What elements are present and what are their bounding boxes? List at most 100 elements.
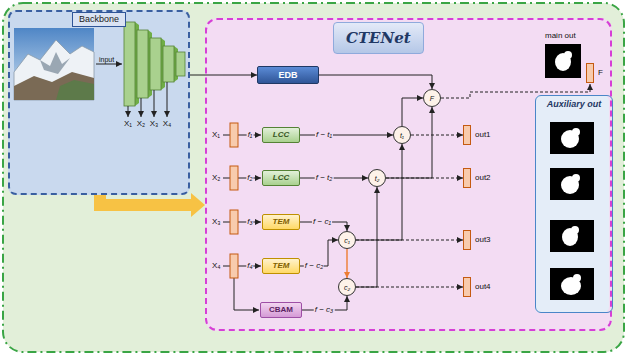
photo-sky xyxy=(14,28,94,100)
output-head: out3 xyxy=(463,230,491,250)
fusion-circle: F xyxy=(423,89,441,107)
output-name: out1 xyxy=(475,131,491,139)
conv-block xyxy=(230,123,238,147)
photo-grass xyxy=(56,80,94,100)
conv-block xyxy=(230,210,238,234)
tem-module: TEM xyxy=(262,214,300,230)
row-wire xyxy=(223,178,230,179)
connector xyxy=(300,178,368,179)
feature-arrow xyxy=(154,90,155,117)
module-name: TEM xyxy=(273,262,290,270)
layer-slab xyxy=(163,46,174,82)
dashed-connector xyxy=(411,135,463,136)
output-bar xyxy=(586,63,594,83)
photo-rock xyxy=(40,52,70,74)
feature-name: X₃ xyxy=(150,119,159,129)
output-name: F xyxy=(598,69,603,77)
feature-arrow xyxy=(141,98,142,117)
feature-name: X₂ xyxy=(212,173,220,183)
output-name: out4 xyxy=(475,283,491,291)
layer-slab xyxy=(137,30,148,98)
conv-blocks xyxy=(230,123,238,278)
mask-blob xyxy=(573,274,581,282)
ctenet-region: CTENetEDB LCC LCC TEM TEM CBAM t₁ t₂ c₁ c₂ F Fout1 o… xyxy=(205,18,612,331)
mask-blob xyxy=(572,174,580,182)
cbam-module: CBAM xyxy=(260,302,302,318)
feature-name: X₄ xyxy=(212,261,221,271)
feature-name: X₁ xyxy=(124,119,132,129)
input-photo xyxy=(14,28,94,100)
edge-label: f − c₂ xyxy=(304,261,324,271)
feature-name: f₄ xyxy=(246,261,253,271)
panel-title: Auxiliary out xyxy=(536,100,612,109)
fusion-circle: c₂ xyxy=(338,278,356,296)
mask-image xyxy=(550,122,594,154)
feature-name: X₂ xyxy=(137,119,145,129)
backbone-region: Backbone xyxy=(8,10,190,195)
feature-flow-arrow xyxy=(100,193,205,217)
flow-band xyxy=(100,195,191,205)
module-name: EDB xyxy=(278,71,297,80)
dashed-connector xyxy=(356,240,463,241)
connector xyxy=(319,75,432,89)
fusion-circle: t₂ xyxy=(368,169,386,187)
connector xyxy=(386,107,432,178)
feature-name: f₂ xyxy=(246,173,253,183)
region-title: CTENet xyxy=(333,22,424,54)
mask-image xyxy=(550,268,594,300)
row-wire xyxy=(223,135,230,136)
module-name: LCC xyxy=(273,131,289,139)
layer-slab xyxy=(150,38,161,90)
flow-head xyxy=(191,193,205,217)
dashed-connector xyxy=(386,178,463,179)
output-bar xyxy=(463,125,471,145)
output-bar xyxy=(463,168,471,188)
row-wire xyxy=(223,222,230,223)
feature-name: f₁ xyxy=(247,130,254,140)
auxiliary-panel: Auxiliary out xyxy=(535,95,613,313)
output-caption: main out xyxy=(545,31,576,41)
fusion-name: t₁ xyxy=(400,132,404,139)
edge-label: f − c₁ xyxy=(312,217,332,227)
fusion-name: c₁ xyxy=(344,237,350,244)
mask-blob xyxy=(564,51,572,59)
output-head: out2 xyxy=(463,168,491,188)
fusion-circle: t₁ xyxy=(393,126,411,144)
feature-name: X₄ xyxy=(163,119,172,129)
photo-ground xyxy=(14,72,94,100)
mask-blob xyxy=(571,226,579,234)
output-bar xyxy=(463,277,471,297)
connector xyxy=(356,187,377,287)
edb-module: EDB xyxy=(257,66,319,84)
row-wire xyxy=(223,266,230,267)
connector xyxy=(402,98,423,126)
module-name: CBAM xyxy=(269,306,293,314)
backbone-fill xyxy=(8,10,190,195)
connector xyxy=(190,75,257,76)
mask-images xyxy=(545,44,594,300)
lcc-module: LCC xyxy=(262,170,300,186)
connector xyxy=(356,144,402,240)
output-name: out2 xyxy=(475,174,491,182)
feature-arrow xyxy=(167,82,168,117)
output-head: out4 xyxy=(463,277,491,297)
module-name: TEM xyxy=(273,218,290,226)
feature-name: f₃ xyxy=(246,217,253,227)
edge-label: f − c₃ xyxy=(314,305,335,315)
output-bar xyxy=(463,230,471,250)
signal-name: input xyxy=(99,55,114,65)
mask-image xyxy=(545,44,581,78)
mask-image xyxy=(550,168,594,200)
dashed-connector xyxy=(356,287,463,288)
edge-label: f − t₁ xyxy=(315,130,333,140)
feature-arrow xyxy=(128,106,129,117)
photo-mountain xyxy=(14,40,94,100)
layer-slab xyxy=(124,22,135,106)
region-title: Backbone xyxy=(72,12,126,27)
output-head: out1 xyxy=(463,125,491,145)
fusion-circle: c₁ xyxy=(338,231,356,249)
output-head: F xyxy=(586,62,603,84)
mask-blob xyxy=(572,128,580,136)
feature-name: X₁ xyxy=(212,130,220,140)
